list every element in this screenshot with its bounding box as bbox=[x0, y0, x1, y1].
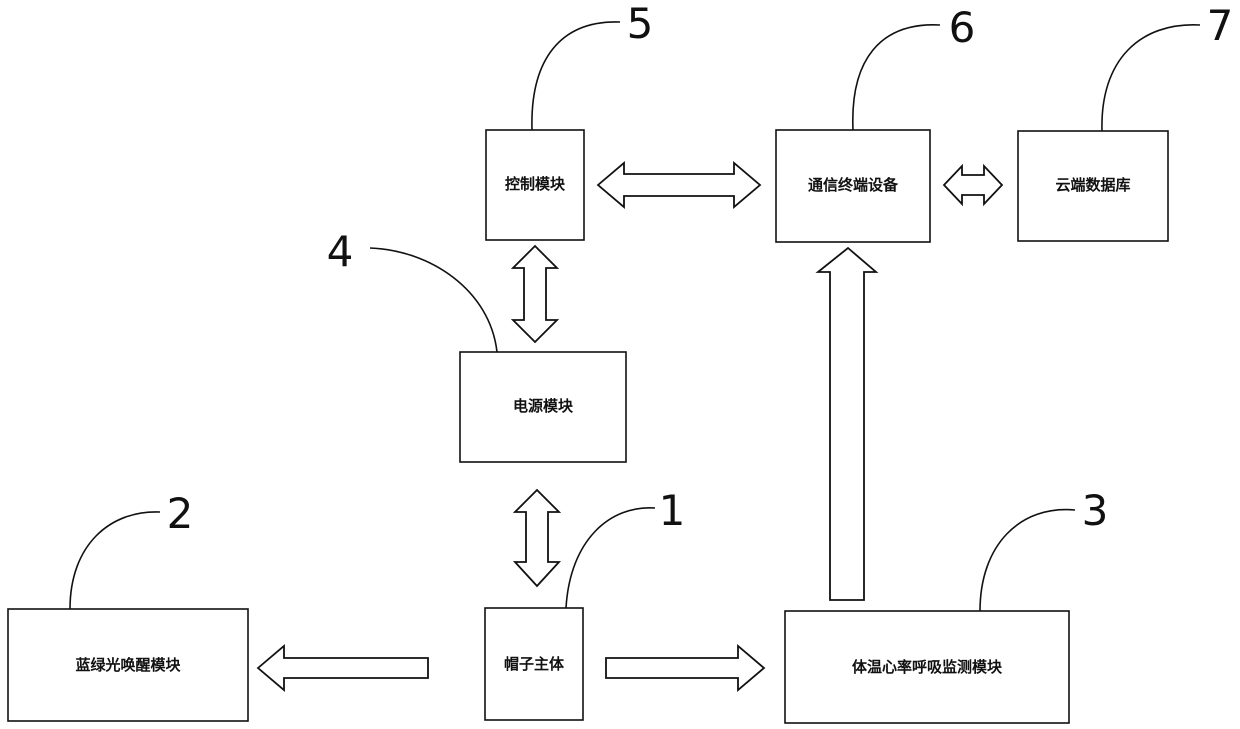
comm-terminal-label: 通信终端设备 bbox=[808, 176, 899, 194]
cloud-database-label: 云端数据库 bbox=[1055, 176, 1130, 194]
blue-green-wake-module: 蓝绿光唤醒模块 bbox=[8, 609, 248, 721]
leader-line-5 bbox=[532, 22, 620, 130]
leader-line-3 bbox=[980, 510, 1075, 611]
ref-number-2: 2 bbox=[167, 489, 194, 538]
blue-green-wake-module-label: 蓝绿光唤醒模块 bbox=[75, 656, 181, 674]
arrow-hat-blue-green bbox=[258, 646, 428, 690]
ref-number-5: 5 bbox=[627, 0, 654, 48]
power-module: 电源模块 bbox=[460, 352, 626, 462]
control-module-label: 控制模块 bbox=[505, 175, 566, 193]
power-module-label: 电源模块 bbox=[513, 397, 574, 415]
cloud-database: 云端数据库 bbox=[1018, 131, 1168, 241]
comm-terminal: 通信终端设备 bbox=[776, 130, 930, 242]
hat-body-label: 帽子主体 bbox=[504, 655, 565, 673]
arrow-hat-vital bbox=[606, 646, 764, 690]
arrow-control-comm bbox=[598, 163, 760, 207]
arrow-comm-cloud bbox=[944, 166, 1002, 204]
arrow-vital-comm bbox=[818, 248, 876, 600]
vital-monitor-module-label: 体温心率呼吸监测模块 bbox=[852, 658, 1003, 676]
hat-body: 帽子主体 bbox=[485, 608, 583, 720]
leader-line-7 bbox=[1102, 25, 1200, 131]
leader-line-4 bbox=[370, 248, 497, 352]
leader-line-2 bbox=[70, 512, 160, 609]
ref-number-3: 3 bbox=[1082, 486, 1109, 535]
arrow-control-power bbox=[513, 246, 557, 342]
arrow-power-hat bbox=[515, 490, 559, 586]
control-module: 控制模块 bbox=[486, 130, 584, 240]
ref-number-6: 6 bbox=[949, 3, 976, 52]
leader-line-1 bbox=[566, 508, 655, 608]
ref-number-4: 4 bbox=[327, 227, 354, 276]
ref-number-1: 1 bbox=[659, 486, 686, 535]
vital-monitor-module: 体温心率呼吸监测模块 bbox=[785, 611, 1069, 723]
ref-number-7: 7 bbox=[1207, 1, 1234, 50]
leader-line-6 bbox=[853, 25, 940, 130]
